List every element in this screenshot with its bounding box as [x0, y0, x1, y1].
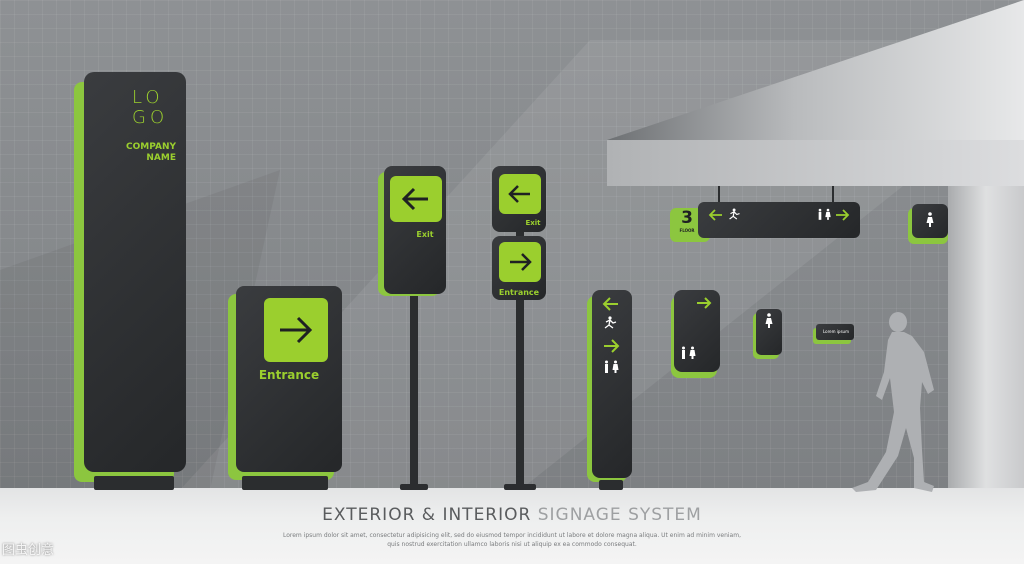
exit-arrow-box-top	[499, 174, 541, 214]
pillar-restroom-sign	[908, 204, 950, 244]
directory-sign	[587, 290, 633, 490]
company-line1: COMPANY	[126, 142, 176, 152]
caption-title-part1: EXTERIOR & INTERIOR	[322, 505, 538, 525]
running-man-icon	[604, 316, 617, 329]
logo-line2: GO	[132, 107, 169, 128]
person-silhouette	[852, 312, 934, 492]
caption-body-line1: Lorem ipsum dolor sit amet, consectetur …	[283, 532, 741, 539]
woman-icon	[765, 313, 773, 328]
restroom-icon	[818, 208, 831, 220]
caption-body-line2: quis nostrud exercitation ullamco labori…	[387, 541, 637, 548]
arrow-left-icon	[401, 187, 428, 211]
exit-arrow-box	[390, 176, 442, 222]
name-plate: Lorem ipsum	[813, 324, 855, 344]
ceiling-face	[607, 140, 1024, 186]
floor-label: FLOOR	[679, 228, 695, 233]
entrance-label: Entrance	[258, 368, 320, 382]
double-pole-sign: Exit Entrance	[492, 166, 548, 490]
double-bottom-label: Entrance	[498, 288, 540, 297]
entrance-monument-sign: Entrance	[228, 286, 344, 490]
pillar	[948, 186, 1024, 490]
floor-number: 3	[681, 208, 693, 228]
double-top-label: Exit	[525, 219, 541, 227]
floor	[0, 488, 1024, 564]
arrow-left-icon	[508, 185, 530, 203]
arrow-left-icon	[602, 297, 618, 311]
logo-line1: LO	[132, 87, 164, 108]
restroom-icon	[682, 346, 696, 359]
arrow-left-icon	[708, 209, 722, 221]
totem-sign: LO GO COMPANY NAME	[74, 72, 186, 490]
caption-title: EXTERIOR & INTERIOR SIGNAGE SYSTEM	[0, 505, 1024, 525]
woman-icon	[926, 212, 934, 227]
caption-title-part2: SIGNAGE SYSTEM	[537, 505, 702, 525]
entrance-arrow-box	[264, 298, 328, 362]
hanging-floor-sign: 3 FLOOR	[670, 186, 862, 244]
arrow-right-icon	[604, 339, 620, 353]
wall-directory-sign	[671, 290, 721, 380]
running-man-icon	[729, 208, 740, 220]
company-line2: NAME	[146, 153, 176, 163]
arrow-right-icon	[510, 253, 532, 271]
company-name: COMPANY NAME	[96, 142, 176, 164]
restroom-plate	[753, 309, 783, 359]
arrow-right-icon	[280, 316, 313, 344]
watermark: 图虫创意	[2, 543, 55, 558]
exit-pole-sign: Exit	[378, 166, 448, 490]
logo-text: LO GO	[132, 88, 182, 128]
arrow-right-icon	[836, 209, 850, 221]
entrance-arrow-box-small	[499, 242, 541, 282]
arrow-right-icon	[697, 297, 712, 309]
restroom-icon	[605, 360, 619, 373]
name-plate-text: Lorem ipsum	[823, 329, 849, 334]
exit-label: Exit	[416, 230, 434, 239]
caption-body: Lorem ipsum dolor sit amet, consectetur …	[262, 531, 762, 549]
